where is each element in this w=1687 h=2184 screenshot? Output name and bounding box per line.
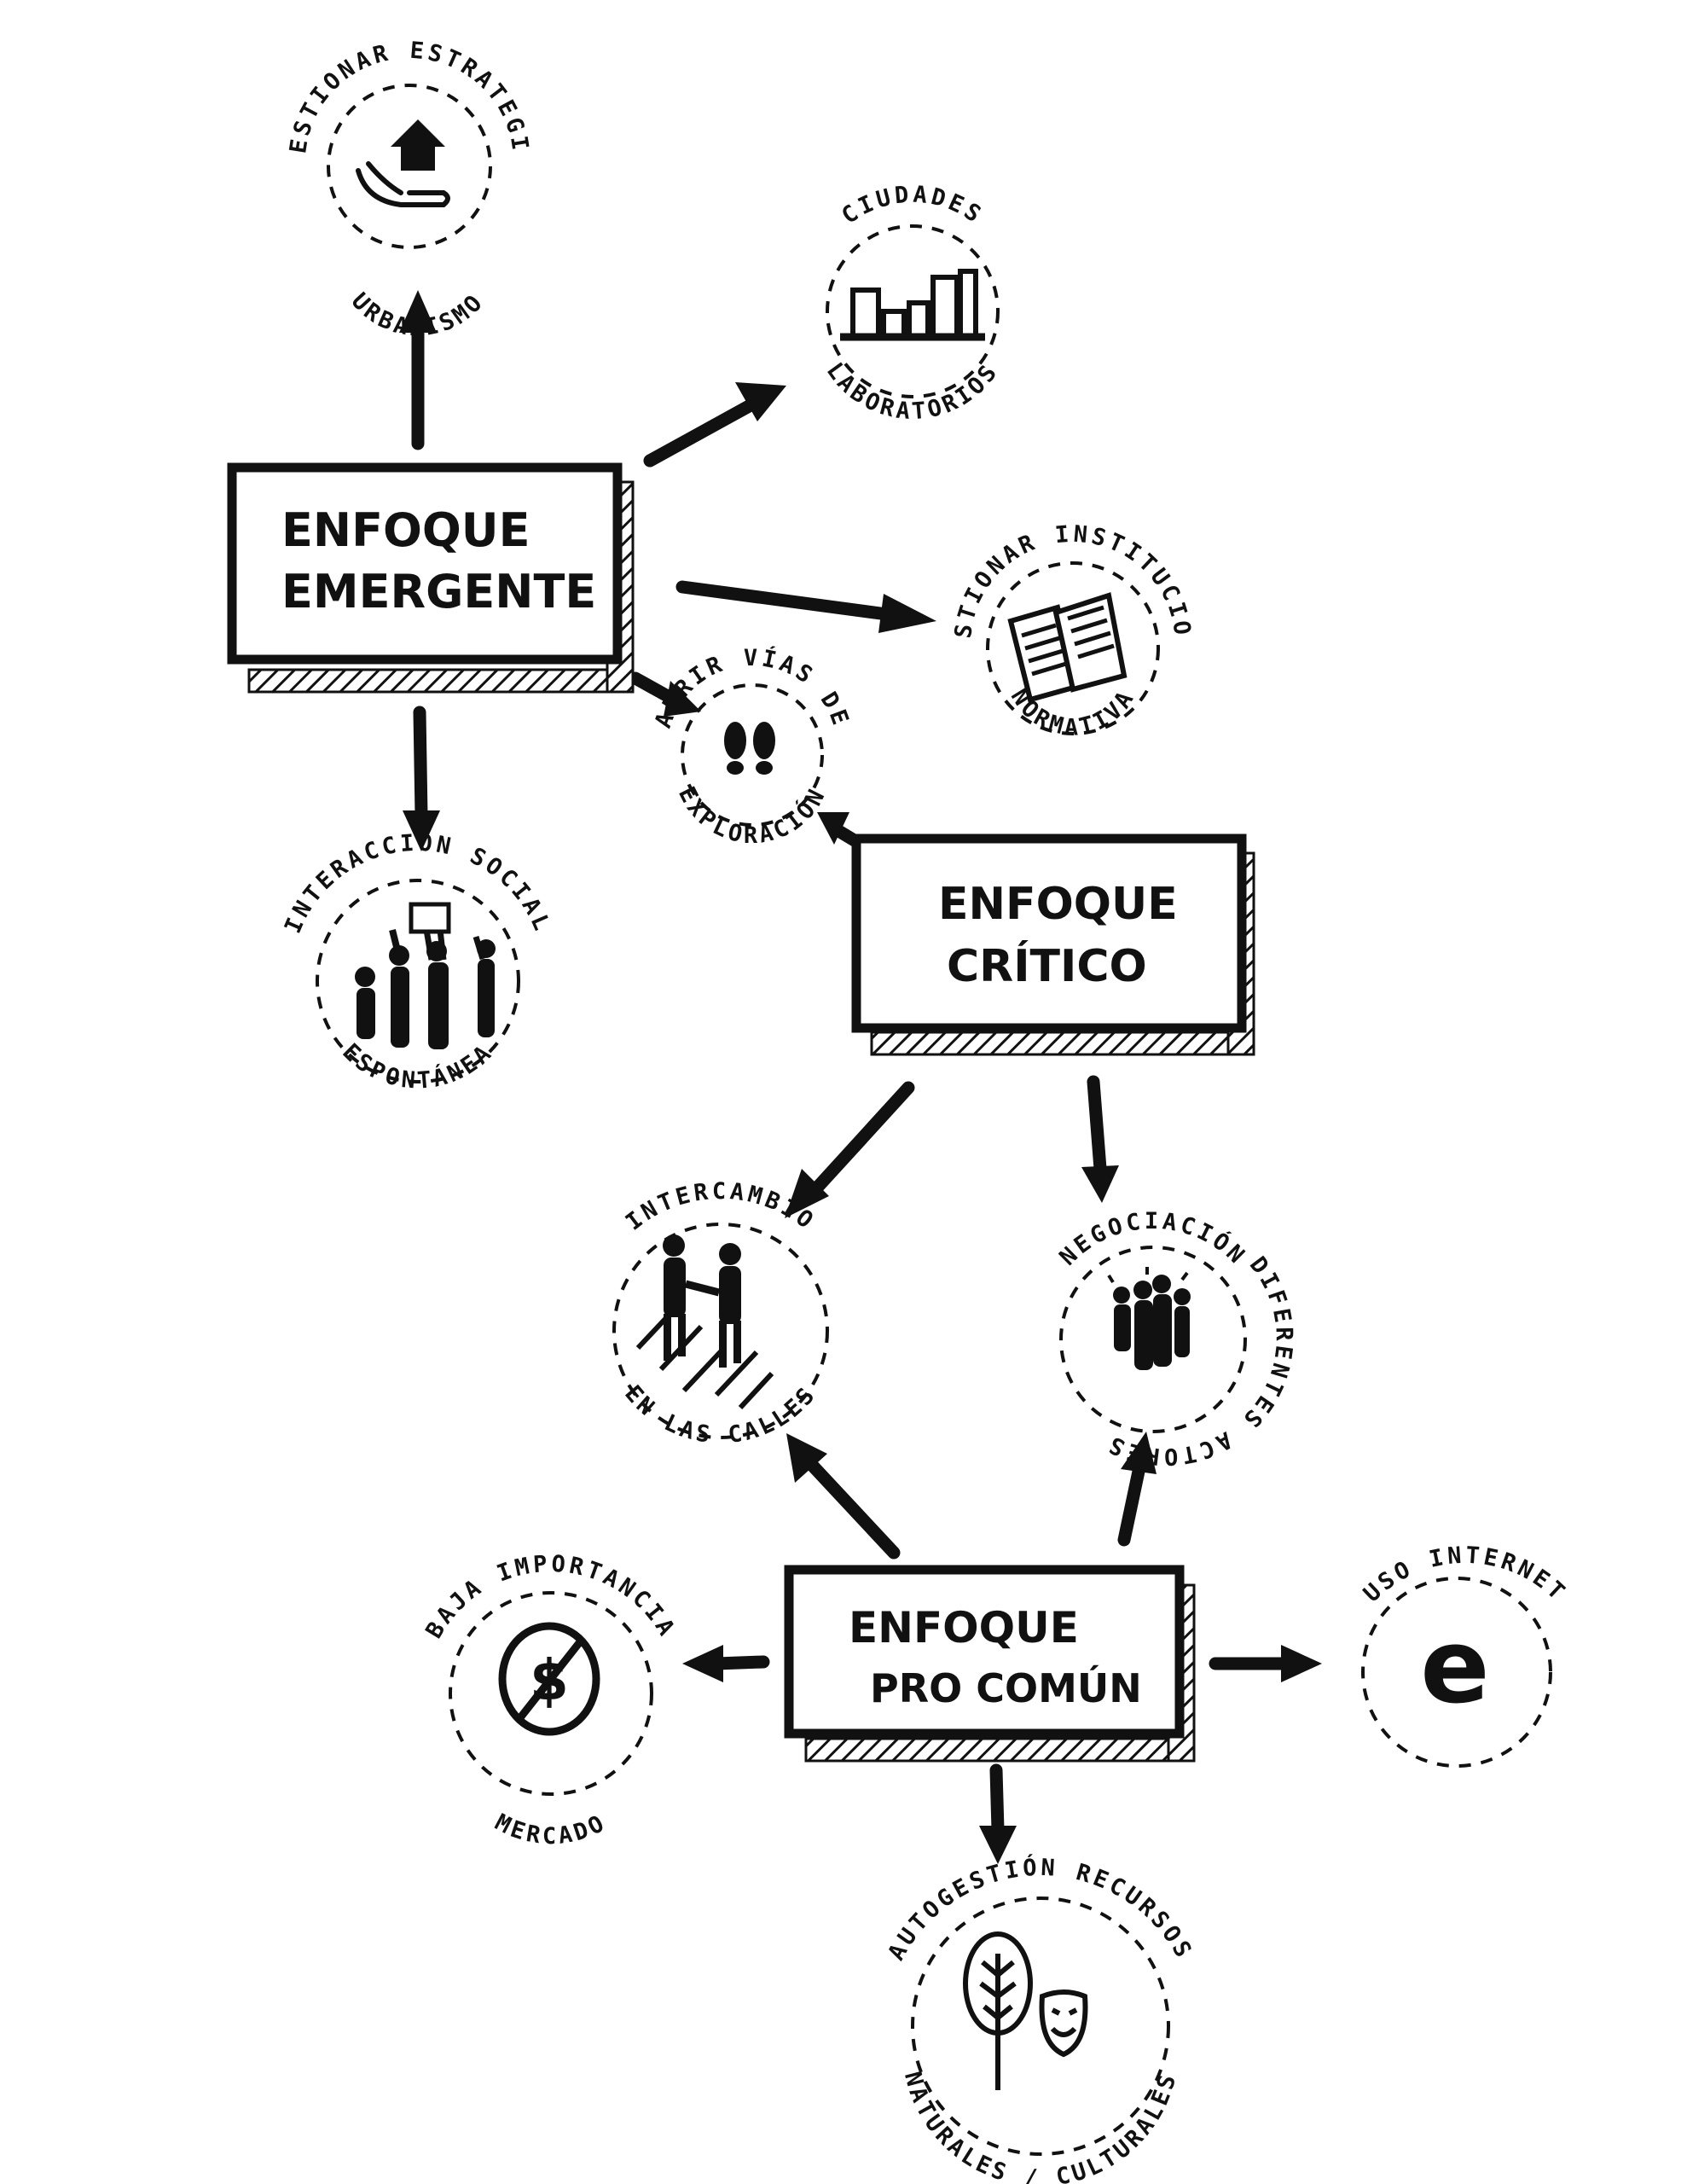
recursos-top-label: AUTOGESTIÓN RECURSOS: [883, 1854, 1194, 1965]
svg-text:ABRIR VÍAS DE: ABRIR VÍAS DE: [650, 645, 855, 732]
svg-text:NEGOCIACIÓN: NEGOCIACIÓN: [1055, 1208, 1252, 1271]
svg-text:USO INTERNET: USO INTERNET: [1359, 1542, 1572, 1607]
mercado-bottom-label: MERCADO: [490, 1809, 607, 1850]
instituciones-bottom-label: NORMATIVA: [1006, 684, 1137, 741]
house-in-hand-icon: [356, 119, 450, 207]
concept-negociacion: NEGOCIACIÓN DIFERENTES ACTORES: [1055, 1208, 1297, 1470]
internet-top-label: USO INTERNET: [1359, 1542, 1568, 1607]
exploracion-bottom-label: EXPLORACIÓN: [673, 783, 828, 849]
procomun-title-line1: ENFOQUE: [849, 1603, 1079, 1653]
concept-internet: USO INTERNET e: [1359, 1542, 1572, 1768]
ciudades-bottom-label: LABORATORIOS: [821, 358, 1001, 426]
documents-icon: [1007, 592, 1128, 703]
concept-recursos: AUTOGESTIÓN RECURSOS NATURALES / CULTURA…: [883, 1854, 1197, 2184]
box-enfoque-emergente: ENFOQUE EMERGENTE: [227, 462, 635, 694]
svg-text:CIUDADES: CIUDADES: [837, 182, 988, 230]
box-enfoque-critico: ENFOQUE CRÍTICO: [851, 834, 1255, 1056]
critico-title-line1: ENFOQUE: [938, 879, 1178, 930]
urbanismo-top-label: CUESTIONAR ESTRATEGIAS: [0, 0, 530, 155]
svg-text:NATURALES / CULTURALES: NATURALES / CULTURALES: [899, 2069, 1182, 2184]
protest-crowd-icon: [355, 902, 496, 1049]
concept-interaccion: INTERACCIÓN SOCIAL ESPONTÁNEA: [280, 829, 553, 1095]
tree-mask-icon: [963, 1931, 1088, 2090]
emergente-title-line1: ENFOQUE: [281, 503, 530, 557]
exploracion-top-label: ABRIR VÍAS DE: [650, 645, 851, 732]
box-enfoque-procomun: ENFOQUE PRO COMÚN: [784, 1565, 1196, 1763]
negociacion-top-label: NEGOCIACIÓN: [1055, 1208, 1249, 1271]
arrow-critico-to-negociacion: [1081, 1075, 1119, 1203]
recursos-bottom-label: NATURALES / CULTURALES: [899, 2069, 1179, 2184]
concept-mercado: BAJA IMPORTANCIA MERCADO $: [421, 1551, 678, 1850]
arrow-emergente-to-ciudades: [643, 382, 786, 468]
svg-text:DIFERENTES ACTORES: DIFERENTES ACTORES: [1102, 1252, 1297, 1470]
city-skyline-icon: [840, 269, 985, 341]
no-money-icon: $: [498, 1622, 600, 1736]
svg-text:CUESTIONAR ESTRATEGIAS: CUESTIONAR ESTRATEGIAS: [0, 0, 534, 155]
svg-text:LABORATORIOS: LABORATORIOS: [821, 358, 1005, 426]
procomun-title-line2: PRO COMÚN: [870, 1665, 1142, 1711]
arrow-critico-to-intercambio: [785, 1081, 915, 1218]
critico-title-line2: CRÍTICO: [947, 940, 1147, 992]
arrow-procomun-to-internet: [1209, 1645, 1322, 1682]
intercambio-top-label: INTERCAMBIO: [621, 1178, 817, 1236]
arrow-emergente-to-interaccion: [403, 706, 440, 851]
arrow-procomun-to-negociacion: [1117, 1432, 1157, 1547]
handshake-crosswalk-icon: [635, 1234, 774, 1410]
svg-text:AUTOGESTIÓN RECURSOS: AUTOGESTIÓN RECURSOS: [883, 1854, 1197, 1965]
svg-text:EXPLORACIÓN: EXPLORACIÓN: [673, 783, 832, 849]
concept-ciudades: CIUDADES LABORATORIOS: [821, 182, 1005, 426]
internet-e-icon: e: [1420, 1608, 1489, 1727]
footprints-icon: [724, 722, 775, 775]
concept-intercambio: INTERCAMBIO EN LAS CALLES: [612, 1178, 829, 1449]
ciudades-top-label: CIUDADES: [837, 182, 984, 230]
people-group-icon: [1107, 1267, 1191, 1370]
arrow-procomun-to-mercado: [682, 1645, 770, 1682]
negociacion-right-label: DIFERENTES ACTORES: [1102, 1252, 1294, 1470]
arrow-procomun-to-recursos: [979, 1763, 1017, 1864]
svg-text:INTERCAMBIO: INTERCAMBIO: [621, 1178, 820, 1236]
svg-text:NORMATIVA: NORMATIVA: [1006, 684, 1140, 741]
svg-text:ESPONTÁNEA: ESPONTÁNEA: [337, 1038, 498, 1094]
arrow-emergente-to-exploracion: [629, 671, 701, 717]
arrow-emergente-to-urbanismo: [399, 290, 437, 450]
emergente-title-line2: EMERGENTE: [281, 565, 596, 619]
svg-text:$: $: [530, 1647, 569, 1713]
arrow-procomun-to-intercambio: [786, 1433, 901, 1560]
interaccion-bottom-label: ESPONTÁNEA: [337, 1038, 495, 1094]
arrow-emergente-to-instituciones: [675, 580, 936, 633]
svg-text:MERCADO: MERCADO: [490, 1809, 611, 1850]
concept-urbanismo: CUESTIONAR ESTRATEGIAS URBANISMO: [0, 0, 534, 341]
